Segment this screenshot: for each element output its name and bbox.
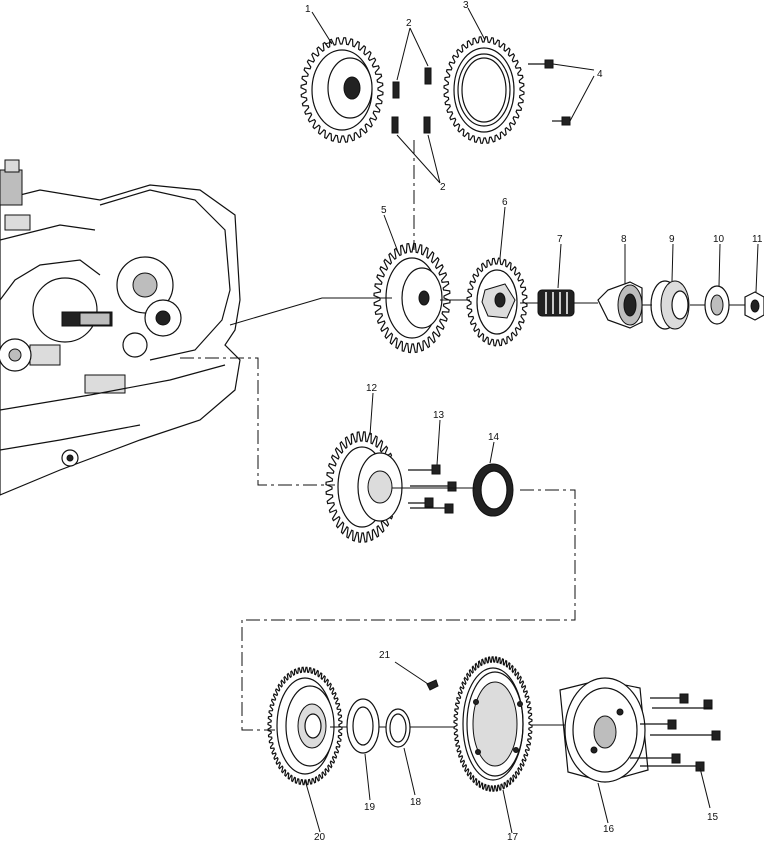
- callout-5: 5: [381, 205, 387, 216]
- callout-19: 19: [364, 802, 376, 813]
- part-8-bushing: [597, 281, 643, 329]
- callout-10: 10: [713, 234, 725, 245]
- part-21-key: [426, 679, 439, 691]
- part-19-thrust-washer: [346, 698, 380, 754]
- part-20-starter-gear: [267, 666, 343, 786]
- callout-8: 8: [621, 234, 627, 245]
- part-13-screws: [408, 464, 457, 514]
- callout-7: 7: [557, 234, 563, 245]
- callout-11: 11: [752, 234, 763, 245]
- callout-numbers: 1 2 2 3 4 5 6 7 8 9 10 11 12 13 14 15 16…: [305, 0, 763, 841]
- part-16-rotor: [559, 677, 649, 783]
- part-6-gear: [466, 257, 528, 347]
- callout-12: 12: [366, 383, 378, 394]
- callout-21: 21: [379, 650, 391, 661]
- callout-14: 14: [488, 432, 500, 443]
- callout-3: 3: [463, 0, 469, 11]
- part-18-ring: [385, 708, 411, 748]
- callout-2-top: 2: [406, 18, 412, 29]
- part-11-nut: [744, 291, 764, 321]
- part-2-dowel-pins: [391, 67, 432, 134]
- part-12-idler-gear: [325, 431, 403, 543]
- part-3-ring-gear: [443, 36, 525, 144]
- part-1-cam-gear: [300, 37, 384, 143]
- engine-crankcase: [0, 159, 241, 496]
- part-10-washer: [704, 285, 730, 325]
- part-14-bearing: [472, 463, 514, 517]
- callout-20: 20: [314, 832, 326, 841]
- callout-13: 13: [433, 410, 445, 421]
- callout-4: 4: [597, 69, 603, 80]
- callout-9: 9: [669, 234, 675, 245]
- callout-18: 18: [410, 797, 422, 808]
- part-4-bolts: [528, 59, 571, 126]
- part-17-flywheel-ring-gear: [453, 656, 533, 792]
- part-9-collar: [650, 280, 690, 330]
- callout-17: 17: [507, 832, 519, 841]
- part-7-spring: [537, 289, 575, 317]
- callout-2-bottom: 2: [440, 182, 446, 193]
- callout-leaders: [304, 7, 759, 834]
- part-5-gear: [373, 242, 451, 354]
- part-15-rotor-bolts: [630, 693, 721, 772]
- assembly-lines: [180, 41, 745, 731]
- callout-1: 1: [305, 4, 311, 15]
- callout-16: 16: [603, 824, 615, 835]
- callout-6: 6: [502, 197, 508, 208]
- callout-15: 15: [707, 812, 719, 823]
